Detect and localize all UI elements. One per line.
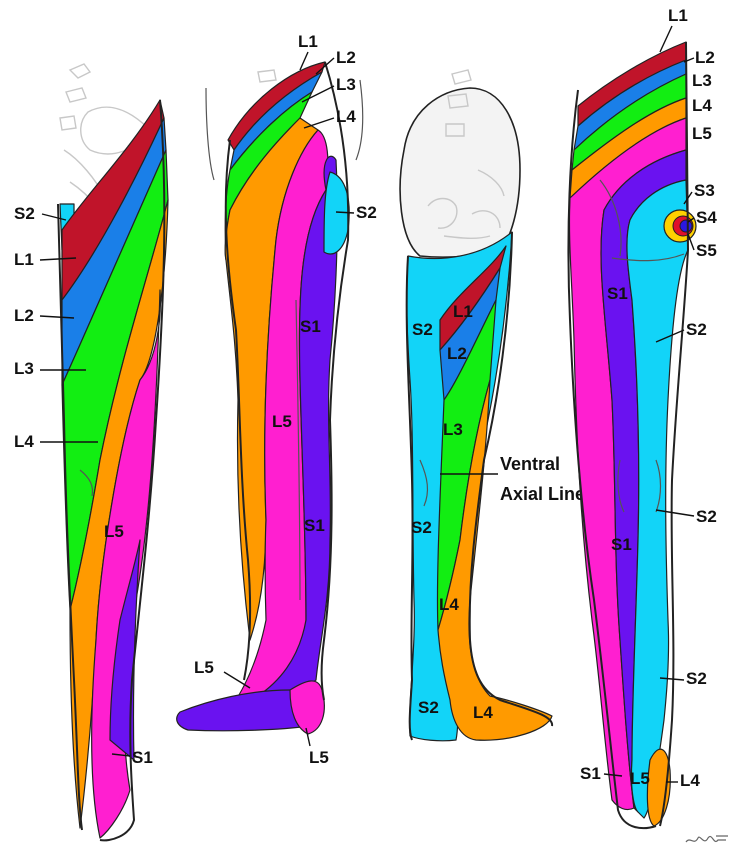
medial-buttock-region: [400, 88, 520, 257]
posterior-label-l4: L4: [692, 96, 712, 115]
lateral-label-l3: L3: [336, 75, 356, 94]
medial-label-l3: L3: [443, 420, 463, 439]
anterior-leg-view: S2 L1 L2 L3 L4 L5 S1: [14, 64, 168, 840]
posterior-label-s2-mid: S2: [696, 507, 717, 526]
posterior-label-l2: L2: [695, 48, 715, 67]
lateral-label-l5-mid: L5: [272, 412, 292, 431]
lateral-label-l2: L2: [336, 48, 356, 67]
medial-label-s2-mid: S2: [411, 518, 432, 537]
medial-label-l1: L1: [453, 302, 473, 321]
medial-label-ventral: Ventral: [500, 454, 560, 474]
medial-label-l2: L2: [447, 344, 467, 363]
posterior-label-l4-foot: L4: [680, 771, 700, 790]
lateral-label-s2: S2: [356, 203, 377, 222]
anterior-label-s1: S1: [132, 748, 153, 767]
medial-label-l4-foot: L4: [473, 703, 493, 722]
medial-label-axial-line: Axial Line: [500, 484, 585, 504]
posterior-label-s3: S3: [694, 181, 715, 200]
lateral-label-s1-upper: S1: [300, 317, 321, 336]
posterior-label-s1-foot: S1: [580, 764, 601, 783]
posterior-label-l5: L5: [692, 124, 712, 143]
posterior-label-s1-mid: S1: [611, 535, 632, 554]
medial-label-s2-foot: S2: [418, 698, 439, 717]
posterior-leg-view: L1 L2 L3 L4 L5 S3 S4 S5 S1 S2 S2 S1 S2 S…: [568, 6, 717, 828]
anterior-label-s2: S2: [14, 204, 35, 223]
posterior-label-s1-upper: S1: [607, 284, 628, 303]
lateral-label-l4: L4: [336, 107, 356, 126]
posterior-label-s4: S4: [696, 208, 717, 227]
lateral-label-l1: L1: [298, 32, 318, 51]
posterior-label-s2-upper: S2: [686, 320, 707, 339]
anterior-label-l3: L3: [14, 359, 34, 378]
lateral-label-l5-foot-right: L5: [309, 748, 329, 767]
anterior-label-l2: L2: [14, 306, 34, 325]
lateral-label-s1-lower: S1: [304, 516, 325, 535]
medial-label-s2-upper: S2: [412, 320, 433, 339]
medial-leg-view: L1 S2 L2 L3 Ventral Axial Line S2 L4 S2 …: [400, 70, 585, 741]
posterior-label-s5: S5: [696, 241, 717, 260]
posterior-label-s2-lower: S2: [686, 669, 707, 688]
posterior-label-l5-foot: L5: [630, 769, 650, 788]
posterior-ring-s5: [680, 220, 692, 232]
lateral-label-l5-foot-left: L5: [194, 658, 214, 677]
medial-label-l4: L4: [439, 595, 459, 614]
anterior-label-l4: L4: [14, 432, 34, 451]
anterior-label-l1: L1: [14, 250, 34, 269]
lateral-leg-view: L1 L2 L3 L4 S2 S1 L5 S1 L5 L5: [177, 32, 377, 767]
posterior-label-l1: L1: [668, 6, 688, 25]
anterior-label-l5: L5: [104, 522, 124, 541]
artist-signature: [686, 836, 728, 842]
posterior-label-l3: L3: [692, 71, 712, 90]
